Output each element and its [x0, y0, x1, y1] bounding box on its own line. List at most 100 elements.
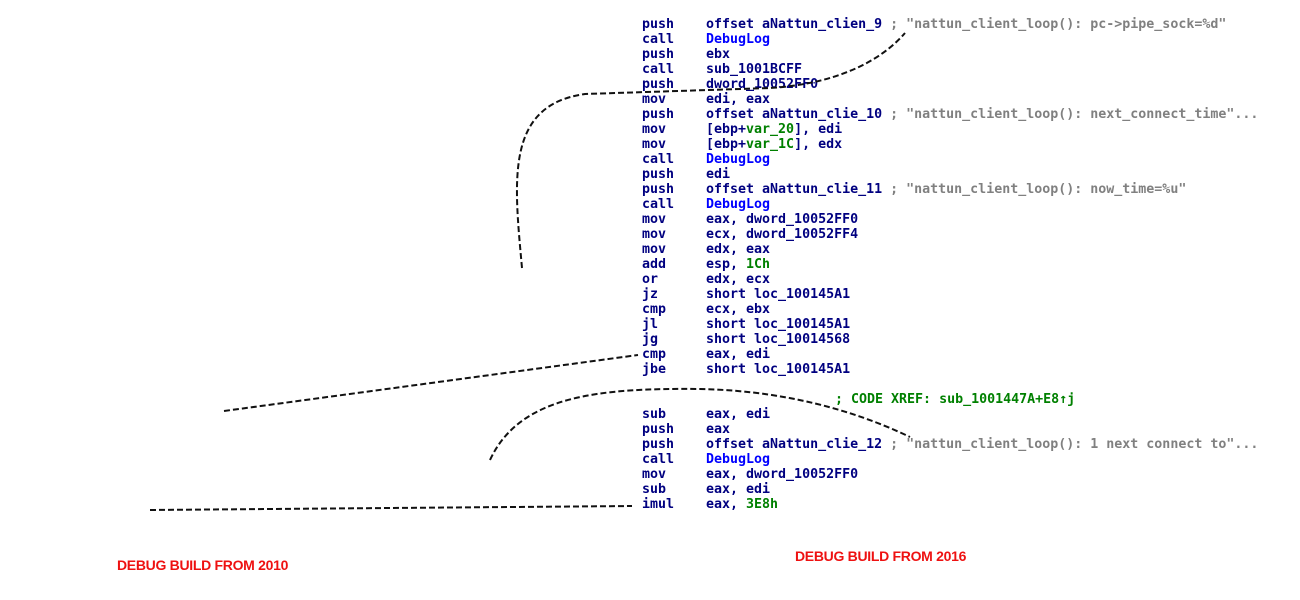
operand: eax	[706, 422, 730, 437]
token-ins: offset aNattun_clie_12	[706, 437, 891, 452]
operand: DebugLog	[706, 197, 770, 212]
token-xref: ; CODE XREF: sub_1001447A+E8↑j	[835, 392, 1076, 407]
mnemonic: add	[642, 257, 667, 272]
token-ins: short loc_100145A1	[706, 362, 851, 377]
token-ins: ebx	[706, 47, 731, 62]
operand: dword_10052FF0	[706, 77, 818, 92]
operand: short loc_100145A1	[706, 287, 850, 302]
mnemonic: mov	[642, 242, 667, 257]
comment: ; CODE XREF: sub_1001447A+E8↑j	[835, 392, 1075, 407]
token-ins: [ebp+	[706, 122, 747, 137]
operand: edi, eax	[706, 92, 770, 107]
token-ins: eax, edi	[706, 407, 771, 422]
token-ins: short loc_100145A1	[706, 317, 851, 332]
token-str: ; "nattun_client_loop(): now_time=%u"	[890, 182, 1187, 197]
token-name: DebugLog	[706, 152, 771, 167]
token-ins: dword_10052FF0	[706, 77, 819, 92]
token-ins: sub_1001BCFF	[706, 62, 803, 77]
token-num: 1Ch	[746, 257, 771, 272]
token-ins: eax	[706, 422, 731, 437]
operand: eax, dword_10052FF0	[706, 467, 858, 482]
mnemonic: call	[642, 152, 675, 167]
token-ins: edi, eax	[706, 92, 771, 107]
operand: offset aNattun_clie_11 ; "nattun_client_…	[706, 182, 1186, 197]
operand: edx, eax	[706, 242, 770, 257]
mnemonic: sub	[642, 482, 667, 497]
build-label-2016: DEBUG BUILD FROM 2016	[795, 548, 967, 564]
mnemonic: push	[642, 422, 675, 437]
mnemonic: mov	[642, 122, 667, 137]
operand: eax, edi	[706, 482, 770, 497]
mnemonic: push	[642, 167, 675, 182]
operand: sub_1001BCFF	[706, 62, 802, 77]
token-ins: esp,	[706, 257, 747, 272]
token-ins: ], edx	[794, 137, 843, 152]
connector-next-connect	[489, 387, 911, 461]
operand: eax, edi	[706, 407, 770, 422]
connector-compare	[223, 354, 639, 412]
token-ins: offset aNattun_clien_9	[706, 17, 891, 32]
token-num: var_20	[746, 122, 795, 137]
operand: eax, edi	[706, 347, 770, 362]
token-name: DebugLog	[706, 197, 771, 212]
mnemonic: call	[642, 32, 675, 47]
mnemonic: mov	[642, 467, 667, 482]
operand: ebx	[706, 47, 730, 62]
connector-pipe-sock	[515, 32, 906, 269]
operand: short loc_100145A1	[706, 362, 850, 377]
token-str: ; "nattun_client_loop(): pc->pipe_sock=%…	[890, 17, 1227, 32]
build-label-2010: DEBUG BUILD FROM 2010	[117, 557, 289, 573]
token-ins: offset aNattun_clie_11	[706, 182, 891, 197]
token-ins: ], edi	[794, 122, 843, 137]
mnemonic: push	[642, 437, 675, 452]
mnemonic: mov	[642, 227, 667, 242]
token-ins: offset aNattun_clie_10	[706, 107, 891, 122]
operand: offset aNattun_clie_12 ; "nattun_client_…	[706, 437, 1258, 452]
operand: DebugLog	[706, 452, 770, 467]
token-num: 3E8h	[746, 497, 779, 512]
operand: esp, 1Ch	[706, 257, 770, 272]
mnemonic: mov	[642, 137, 667, 152]
mnemonic: mov	[642, 92, 667, 107]
connector-imul	[149, 505, 633, 511]
mnemonic: jz	[642, 287, 659, 302]
mnemonic: push	[642, 182, 675, 197]
mnemonic: or	[642, 272, 659, 287]
operand: DebugLog	[706, 32, 770, 47]
operand: edi	[706, 167, 730, 182]
operand: short loc_100145A1	[706, 317, 850, 332]
operand: DebugLog	[706, 152, 770, 167]
mnemonic: call	[642, 62, 675, 77]
token-ins: edx, eax	[706, 242, 771, 257]
token-ins: eax, edi	[706, 482, 771, 497]
mnemonic: cmp	[642, 302, 667, 317]
token-num: var_1C	[746, 137, 795, 152]
token-ins: edi	[706, 167, 731, 182]
mnemonic: cmp	[642, 347, 667, 362]
mnemonic: push	[642, 47, 675, 62]
token-ins: eax, edi	[706, 347, 771, 362]
token-ins: short loc_10014568	[706, 332, 851, 347]
token-ins: ecx, ebx	[706, 302, 771, 317]
token-str: ; "nattun_client_loop(): 1 next connect …	[890, 437, 1259, 452]
operand: eax, dword_10052FF0	[706, 212, 858, 227]
mnemonic: sub	[642, 407, 667, 422]
token-ins: [ebp+	[706, 137, 747, 152]
operand: ecx, ebx	[706, 302, 770, 317]
mnemonic: imul	[642, 497, 675, 512]
operand: short loc_10014568	[706, 332, 850, 347]
mnemonic: push	[642, 17, 675, 32]
token-ins: eax, dword_10052FF0	[706, 212, 859, 227]
mnemonic: jbe	[642, 362, 667, 377]
operand: [ebp+var_20], edi	[706, 122, 842, 137]
mnemonic: push	[642, 107, 675, 122]
token-ins: eax, dword_10052FF0	[706, 467, 859, 482]
token-name: DebugLog	[706, 452, 771, 467]
token-name: DebugLog	[706, 32, 771, 47]
operand: edx, ecx	[706, 272, 770, 287]
operand: ecx, dword_10052FF4	[706, 227, 858, 242]
token-ins: ecx, dword_10052FF4	[706, 227, 859, 242]
operand: offset aNattun_clie_10 ; "nattun_client_…	[706, 107, 1258, 122]
mnemonic: mov	[642, 212, 667, 227]
